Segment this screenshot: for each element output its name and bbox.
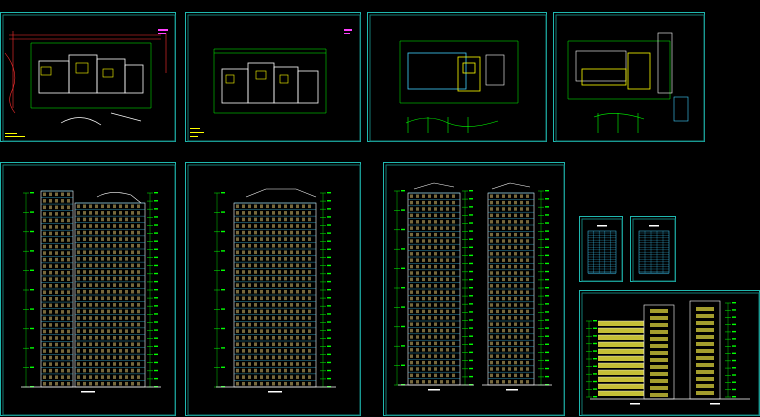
elevation-2-drawing — [187, 164, 361, 416]
sheet-elevation-1[interactable] — [0, 162, 176, 416]
floor-plan-2-drawing — [187, 14, 361, 142]
sheet-section-1[interactable] — [579, 290, 760, 416]
sheet-schedule-table-1[interactable] — [579, 216, 623, 282]
schedule-table-1-drawing — [581, 218, 623, 282]
floor-plan-1-drawing — [2, 14, 176, 142]
sheet-site-plan-2[interactable] — [553, 12, 705, 142]
elevation-1-drawing — [2, 164, 176, 416]
sheet-site-plan-1[interactable] — [367, 12, 547, 142]
sheet-schedule-table-2[interactable] — [630, 216, 676, 282]
sheet-floor-plan-1[interactable] — [0, 12, 176, 142]
site-plan-1-drawing — [369, 14, 547, 142]
sheet-elevation-2[interactable] — [185, 162, 361, 416]
sheet-elevation-3[interactable] — [383, 162, 565, 416]
schedule-table-2-drawing — [632, 218, 676, 282]
section-1-drawing — [581, 292, 760, 416]
sheet-floor-plan-2[interactable] — [185, 12, 361, 142]
site-plan-2-drawing — [555, 14, 705, 142]
elevation-3-drawing — [385, 164, 565, 416]
